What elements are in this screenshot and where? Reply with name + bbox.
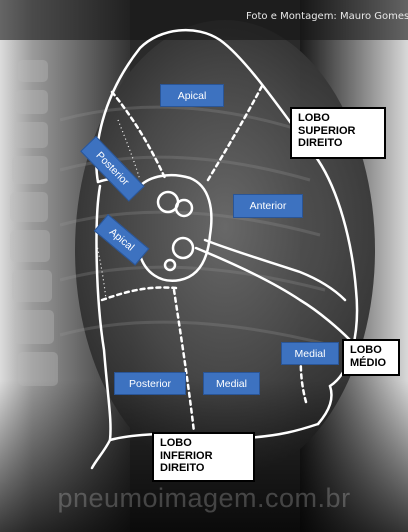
segment-label-anterior: Anterior [233,194,303,218]
segment-label-apical-upper: Apical [160,84,224,107]
lobe-label-inferior: LOBO INFERIOR DIREITO [152,432,255,482]
lobe-label-medio: LOBO MÉDIO [342,339,400,376]
site-watermark: pneumoimagem.com.br [57,483,351,513]
segment-label-medial-lower: Medial [203,372,260,395]
segment-label-posterior-lower: Posterior [114,372,186,395]
lobe-label-superior: LOBO SUPERIOR DIREITO [290,107,386,159]
segment-label-medial-middle: Medial [281,342,339,365]
photo-credit: Foto e Montagem: Mauro Gomes [246,11,408,22]
